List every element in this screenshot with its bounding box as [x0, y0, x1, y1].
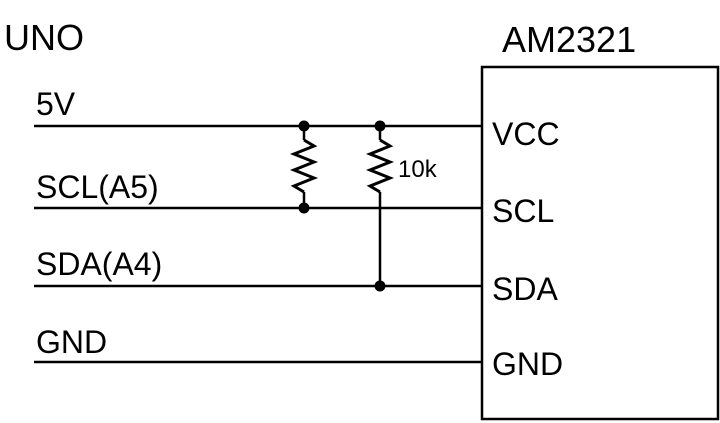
junction-dot-5v-scl — [298, 120, 310, 132]
junction-dot-5v-sda — [374, 120, 386, 132]
resistor-sda-pullup — [365, 126, 395, 286]
resistor-value-label: 10k — [398, 156, 438, 183]
signal-label-sda: SDA(A4) — [36, 246, 162, 282]
pin-label-gnd: GND — [492, 346, 563, 382]
chip-title: AM2321 — [502, 19, 636, 60]
uno-header: UNO — [4, 17, 84, 58]
pin-label-scl: SCL — [492, 193, 554, 229]
junction-dot-sda — [374, 280, 386, 292]
signal-label-scl: SCL(A5) — [36, 169, 159, 205]
resistor-scl-pullup — [289, 126, 319, 208]
pin-label-sda: SDA — [492, 271, 558, 307]
signal-label-5v: 5V — [36, 86, 76, 122]
pin-label-vcc: VCC — [492, 116, 560, 152]
signal-label-gnd: GND — [36, 324, 107, 360]
junction-dot-scl — [298, 202, 310, 214]
am2321-chip-box — [480, 65, 720, 421]
